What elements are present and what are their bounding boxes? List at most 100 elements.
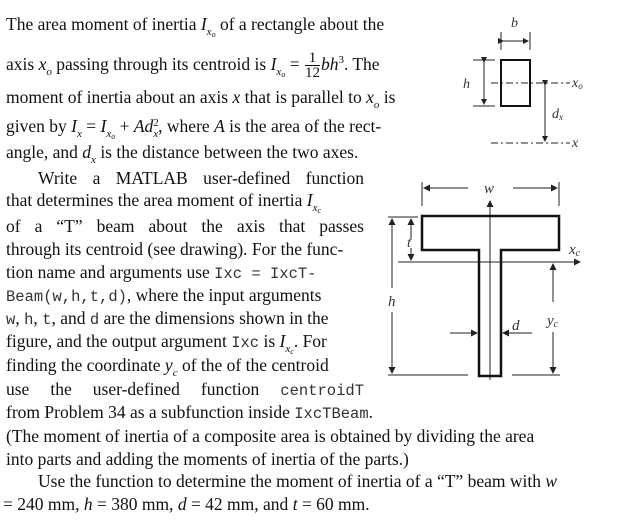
text: is	[379, 87, 396, 107]
task-line-1: Write a MATLAB user-defined function	[38, 168, 364, 188]
text: figure, and the output argument	[6, 331, 232, 351]
text: Use the function to determine the moment…	[38, 471, 546, 491]
var-I: I	[270, 54, 277, 74]
subscript: x	[76, 128, 82, 140]
label-dx: dx	[552, 107, 563, 122]
text: that determines the area moment of inert…	[6, 190, 307, 210]
text: axis	[6, 54, 39, 74]
text: finding the coordinate	[6, 355, 165, 375]
var-A: A	[214, 116, 225, 136]
var-bh: bh	[320, 54, 339, 74]
label-b: b	[511, 16, 518, 31]
label-xc: xc	[568, 242, 581, 259]
task-line-5: tion name and arguments use Ixc = IxcT-	[6, 262, 317, 284]
subscript: xo	[206, 26, 216, 39]
task-line-3: of a “T” beam about the axis that passes	[6, 216, 364, 236]
text: passing through its centroid is	[51, 54, 271, 74]
subscript: xo	[276, 66, 286, 79]
task-line-11: from Problem 34 as a subfunction inside …	[6, 402, 374, 423]
subscript: xc	[285, 343, 294, 356]
code-snippet: IxcTBeam	[294, 405, 369, 423]
text: . The	[343, 54, 380, 74]
text: of a rectangle about the	[215, 14, 385, 34]
task-line-10: use the user-defined function centroidT	[6, 379, 364, 401]
var-x: x	[38, 54, 47, 74]
task-line-13: into parts and adding the moments of ine…	[6, 449, 409, 469]
text: . For	[293, 331, 327, 351]
var-d: d	[177, 494, 187, 514]
code-snippet: Ixc	[231, 334, 260, 352]
text: , where	[158, 116, 215, 136]
var-I: I	[100, 116, 107, 136]
subscript: o	[46, 66, 52, 78]
var-d: d	[82, 142, 92, 162]
text: are the dimensions shown in the	[99, 308, 329, 328]
text: of the of the centroid	[177, 355, 329, 375]
label-d: d	[512, 318, 520, 334]
var-y: y	[164, 355, 173, 375]
var-x: x	[366, 87, 374, 107]
code-w: w	[6, 311, 16, 329]
text: from Problem 34 as a subfunction inside	[6, 402, 295, 422]
var-x: x	[232, 87, 241, 107]
rectangle-diagram: b h xo dx x	[463, 16, 583, 151]
label-t: t	[407, 236, 412, 251]
intro-line-5: angle, and dx is the distance between th…	[6, 142, 358, 170]
label-xo: xo	[571, 76, 583, 91]
var-w: w	[545, 471, 558, 491]
subscript: xo	[106, 128, 116, 141]
code-d: d	[89, 311, 100, 329]
var-I: I	[71, 116, 77, 136]
task-line-8: figure, and the output argument Ixc is I…	[6, 331, 327, 362]
code-t: t	[42, 311, 52, 329]
task-line-9: finding the coordinate yc of the of the …	[6, 355, 329, 383]
text: given by	[6, 116, 72, 136]
text: , where the input arguments	[126, 285, 322, 305]
task-line-15: = 240 mm, h = 380 mm, d = 42 mm, and t =…	[3, 494, 370, 514]
intro-line-1: The area moment of inertia Ixo of a rect…	[6, 14, 384, 45]
code-h: h	[24, 311, 34, 329]
task-line-6: Beam(w,h,t,d), where the input arguments	[6, 285, 321, 307]
var-I: I	[279, 331, 286, 351]
label-h: h	[463, 77, 470, 92]
label-h: h	[388, 294, 396, 310]
text: that is parallel to	[240, 87, 367, 107]
var-t: t	[292, 494, 298, 514]
subscript: o	[373, 99, 380, 111]
task-line-14: Use the function to determine the moment…	[38, 471, 557, 491]
label-x: x	[571, 136, 579, 151]
var-I: I	[200, 14, 207, 34]
text: tion name and arguments use	[6, 262, 215, 282]
code-snippet: centroidT	[280, 382, 364, 400]
text: is the distance between the two axes.	[95, 142, 359, 162]
task-line-12: (The moment of inertia of a composite ar…	[6, 426, 535, 446]
code-snippet: Beam(w,h,t,d)	[6, 288, 127, 306]
text: moment of inertia about an axis	[6, 87, 233, 107]
text: is the area of the rect-	[224, 116, 382, 136]
var-Ad: Ad	[133, 116, 154, 136]
label-w: w	[484, 181, 494, 197]
task-line-7: w, h, t, and d are the dimensions shown …	[6, 308, 329, 329]
subscript: xc	[312, 202, 322, 215]
subscript: c	[172, 367, 178, 379]
equals: =	[81, 116, 101, 136]
code-snippet: Ixc = IxcT-	[214, 265, 317, 283]
plus: +	[115, 116, 134, 136]
text: use the user-defined function	[6, 379, 281, 399]
tbeam-diagram: w xc t h d yc	[388, 181, 581, 380]
text: is	[259, 331, 280, 351]
equals: =	[285, 54, 304, 74]
var-h: h	[83, 494, 93, 514]
text: angle, and	[6, 142, 83, 162]
task-line-2: that determines the area moment of inert…	[6, 190, 321, 221]
subscript: x	[91, 154, 96, 166]
text: The area moment of inertia	[6, 14, 201, 34]
label-yc: yc	[545, 313, 559, 330]
intro-line-2: axis xo passing through its centroid is …	[6, 50, 380, 85]
exponent: 3	[338, 54, 344, 66]
task-line-4: through its centroid (see drawing). For …	[6, 239, 344, 259]
intro-line-3: moment of inertia about an axis x that i…	[6, 87, 395, 115]
